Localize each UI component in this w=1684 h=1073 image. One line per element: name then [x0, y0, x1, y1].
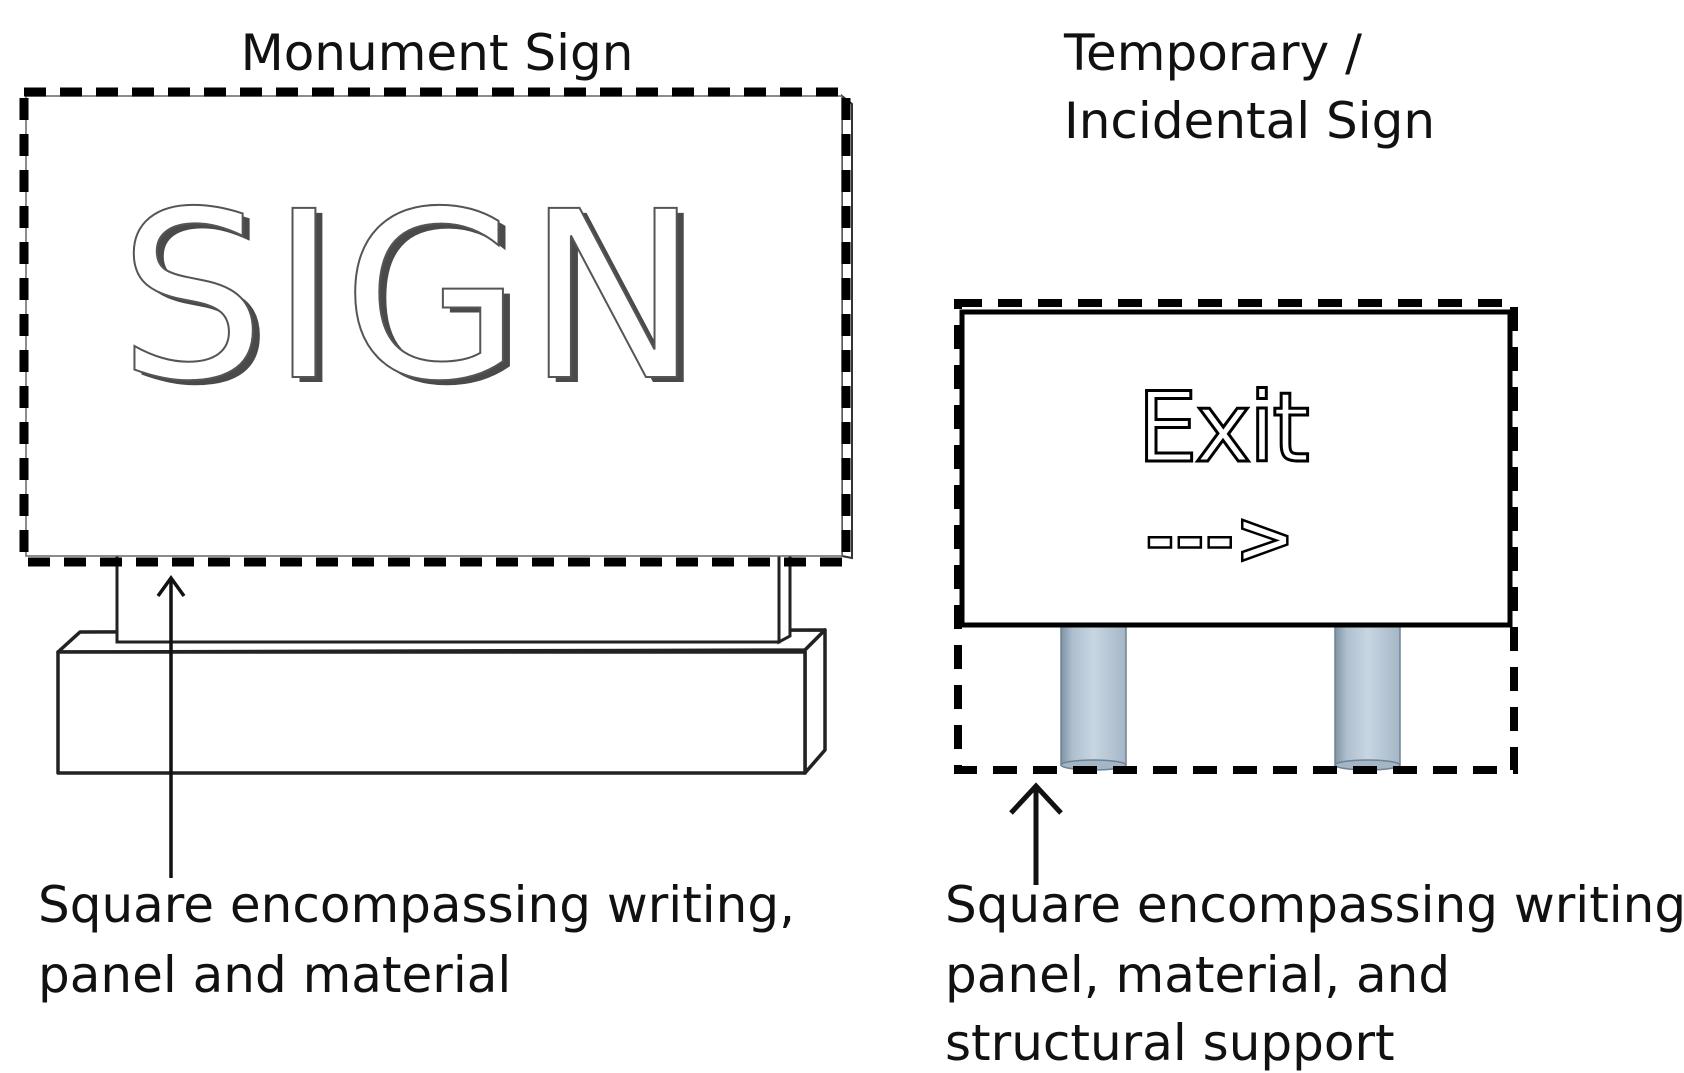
monument-sign-group: Monument Sign SIGN SIGN Square encompass…	[19, 24, 853, 1004]
monument-sign-text: SIGN	[118, 162, 703, 432]
temporary-caption-line-1: Square encompassing writing,	[945, 876, 1684, 934]
support-post-right	[1334, 624, 1401, 766]
temporary-sign-group: Temporary / Incidental Sign Exit ---> Sq…	[945, 24, 1684, 1072]
temporary-sign-title-line-2: Incidental Sign	[1064, 92, 1435, 150]
temporary-caption-line-3: structural support	[945, 1014, 1395, 1072]
monument-panel	[25, 93, 853, 560]
temporary-sign-text: Exit	[1137, 372, 1308, 484]
monument-pedestal	[115, 545, 792, 645]
monument-sign-title: Monument Sign	[241, 24, 634, 82]
monument-sign-shadow: SIGN	[125, 167, 710, 437]
temporary-encompassing-square	[954, 299, 1518, 774]
monument-pointer-arrow	[156, 575, 186, 878]
temporary-pointer-arrow	[1009, 782, 1063, 885]
temporary-support-posts	[1060, 624, 1401, 771]
monument-encompassing-square	[19, 87, 851, 567]
monument-base	[56, 628, 827, 775]
temporary-caption-line-2: panel, material, and	[945, 946, 1450, 1004]
temporary-arrow-text: --->	[1145, 496, 1295, 580]
support-post-left	[1060, 624, 1127, 766]
temporary-sign-title-line-1: Temporary /	[1063, 24, 1362, 82]
monument-caption-line-2: panel and material	[38, 946, 511, 1004]
monument-caption-line-1: Square encompassing writing,	[38, 876, 795, 934]
